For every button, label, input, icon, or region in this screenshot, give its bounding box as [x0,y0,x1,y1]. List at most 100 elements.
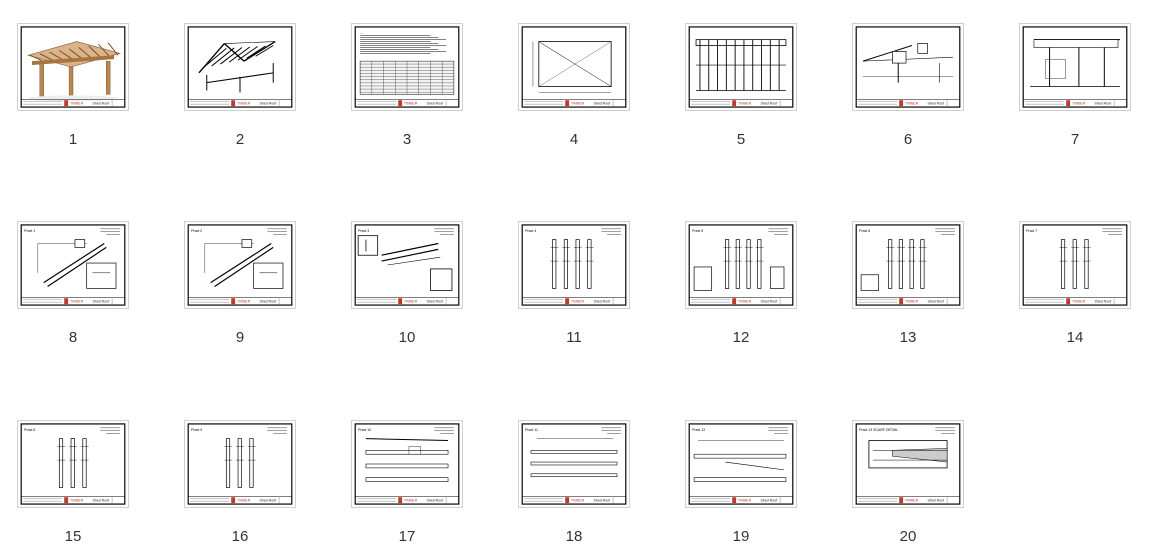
page-number-label: 1 [68,131,78,148]
page-number-label: 19 [732,528,750,545]
page-number-label: 6 [903,131,913,148]
page-number-label: 12 [732,329,750,346]
page-thumbnail[interactable]: TIMBER Shed Roof [518,23,630,111]
page-thumbnail[interactable]: Pract 12 TIMBER Shed Roof [685,420,797,508]
svg-text:Shed Roof: Shed Roof [928,102,945,106]
page-number-label: 5 [736,131,746,148]
svg-text:Shed Roof: Shed Roof [93,499,110,503]
svg-text:TIMBER: TIMBER [237,300,251,304]
svg-text:Shed Roof: Shed Roof [427,499,444,503]
svg-text:Shed Roof: Shed Roof [928,499,945,503]
thumbnail-item[interactable]: Pract 9 TIMBER Shed Roof 16 [184,420,296,550]
thumbnail-item[interactable]: Pract 12 TIMBER Shed Roof 19 [685,420,797,550]
svg-text:TIMBER: TIMBER [738,300,752,304]
page-number-label: 3 [402,131,412,148]
page-number-label: 7 [1070,131,1080,148]
page-thumbnail[interactable]: Pract 5 TIMBER Shed Roof [685,221,797,309]
svg-text:Shed Roof: Shed Roof [260,499,277,503]
thumbnail-item[interactable]: TIMBER Shed Roof 7 [1019,23,1131,153]
svg-text:Shed Roof: Shed Roof [594,102,611,106]
svg-text:Pract 5: Pract 5 [692,229,703,233]
page-number-label: 16 [231,528,249,545]
svg-text:TIMBER: TIMBER [571,102,585,106]
svg-text:Shed Roof: Shed Roof [1095,102,1112,106]
svg-text:TIMBER: TIMBER [738,499,752,503]
svg-text:Pract 12: Pract 12 [692,428,705,432]
page-number-label: 9 [235,329,245,346]
svg-text:TIMBER: TIMBER [571,300,585,304]
svg-text:Shed Roof: Shed Roof [761,499,778,503]
svg-text:Pract 13 SCARF DETAIL: Pract 13 SCARF DETAIL [859,428,898,432]
page-number-label: 10 [398,329,416,346]
page-thumbnail[interactable]: Pract 9 TIMBER Shed Roof [184,420,296,508]
thumbnail-item[interactable]: Pract 3 TIMBER Shed Roof 10 [351,221,463,351]
svg-text:TIMBER: TIMBER [404,300,418,304]
page-thumbnail[interactable]: TIMBER Shed Roof [1019,23,1131,111]
svg-text:Pract 10: Pract 10 [358,428,371,432]
svg-text:TIMBER: TIMBER [905,102,919,106]
svg-text:Pract 7: Pract 7 [1026,229,1037,233]
svg-text:Shed Roof: Shed Roof [93,300,110,304]
svg-text:Shed Roof: Shed Roof [594,300,611,304]
page-number-label: 14 [1066,329,1084,346]
page-number-label: 2 [235,131,245,148]
svg-text:Shed Roof: Shed Roof [594,499,611,503]
page-thumbnail[interactable]: Pract 3 TIMBER Shed Roof [351,221,463,309]
page-number-label: 11 [566,329,582,346]
svg-text:Shed Roof: Shed Roof [427,102,444,106]
svg-text:TIMBER: TIMBER [237,102,251,106]
page-number-label: 20 [899,528,917,545]
page-number-label: 4 [569,131,579,148]
svg-text:TIMBER: TIMBER [237,499,251,503]
page-number-label: 8 [68,329,78,346]
page-number-label: 15 [64,528,82,545]
thumbnail-item[interactable]: TIMBER Shed Roof 6 [852,23,964,153]
svg-text:Pract 3: Pract 3 [358,229,369,233]
page-thumbnail[interactable]: TIMBER Shed Roof [852,23,964,111]
svg-text:Shed Roof: Shed Roof [427,300,444,304]
svg-text:TIMBER: TIMBER [571,499,585,503]
thumbnail-item[interactable]: TIMBER Shed Roof 4 [518,23,630,153]
svg-text:Shed Roof: Shed Roof [260,300,277,304]
page-number-label: 13 [899,329,917,346]
page-number-label: 18 [565,528,583,545]
svg-text:TIMBER: TIMBER [404,102,418,106]
svg-text:Shed Roof: Shed Roof [93,102,110,106]
svg-text:TIMBER: TIMBER [738,102,752,106]
svg-text:Pract 6: Pract 6 [859,229,870,233]
thumbnail-item[interactable]: Pract 5 TIMBER Shed Roof 12 [685,221,797,351]
svg-text:Pract 9: Pract 9 [191,428,202,432]
svg-text:TIMBER: TIMBER [1072,102,1086,106]
svg-text:Pract 8: Pract 8 [24,428,35,432]
page-number-label: 17 [398,528,416,545]
svg-text:Shed Roof: Shed Roof [761,300,778,304]
svg-text:TIMBER: TIMBER [70,300,84,304]
